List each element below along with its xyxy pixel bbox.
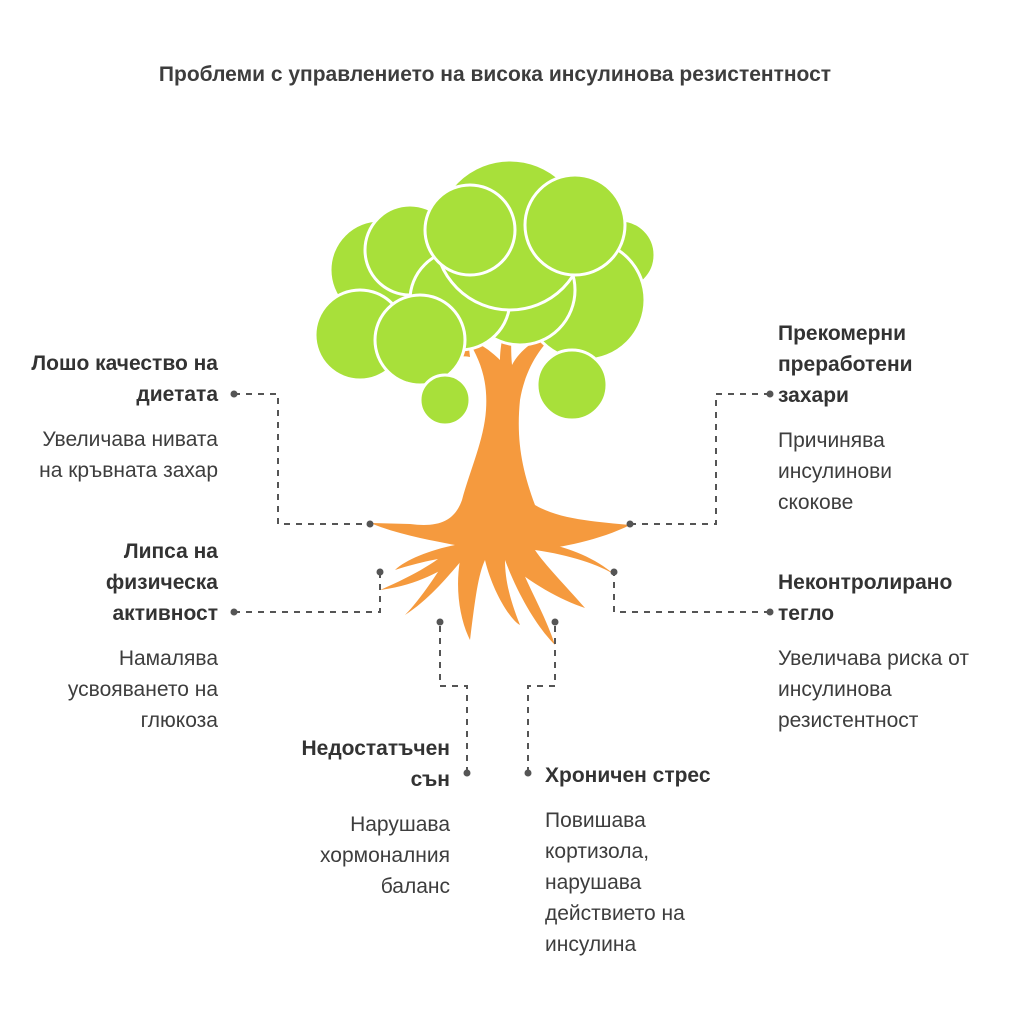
item-heading: Лошо качество на диетата: [31, 352, 218, 406]
item-diet: Лошо качество на диетата Увеличава ниват…: [20, 348, 218, 486]
item-sugar: Прекомерни преработени захари Причинява …: [778, 318, 948, 518]
item-heading: Хроничен стрес: [545, 764, 711, 787]
item-heading: Недостатъчен сън: [301, 737, 450, 791]
item-description: Намалява усвояването на глюкоза: [67, 647, 218, 732]
connector-dots: [230, 390, 774, 777]
item-activity: Липса на физическа активност Намалява ус…: [20, 536, 218, 736]
connector-sleep: [439, 622, 468, 773]
item-description: Увеличава нивата на кръвната захар: [39, 428, 218, 482]
tree-foliage: [313, 158, 657, 427]
connector-activity: [234, 572, 381, 613]
item-description: Повишава кортизола, нарушава действието …: [545, 809, 685, 956]
connector-sugar: [630, 393, 770, 525]
item-description: Причинява инсулинови скокове: [778, 429, 893, 514]
item-description: Увеличава риска от инсулинова резистентн…: [778, 647, 970, 732]
item-heading: Прекомерни преработени захари: [778, 322, 913, 407]
connector-weight: [613, 572, 770, 613]
connector-diet: [234, 393, 370, 525]
connectors: [234, 393, 770, 773]
item-heading: Липса на физическа активност: [105, 540, 218, 625]
item-stress: Хроничен стрес Повишава кортизола, наруш…: [545, 760, 735, 960]
item-weight: Неконтролирано тегло Увеличава риска от …: [778, 567, 978, 736]
diagram-title: Проблеми с управлението на висока инсули…: [158, 63, 832, 86]
item-description: Нарушава хормоналния баланс: [320, 813, 450, 898]
tree-trunk: [370, 300, 630, 645]
item-heading: Неконтролирано тегло: [778, 571, 953, 625]
connector-stress: [527, 622, 556, 773]
item-sleep: Недостатъчен сън Нарушава хормоналния ба…: [270, 733, 450, 902]
